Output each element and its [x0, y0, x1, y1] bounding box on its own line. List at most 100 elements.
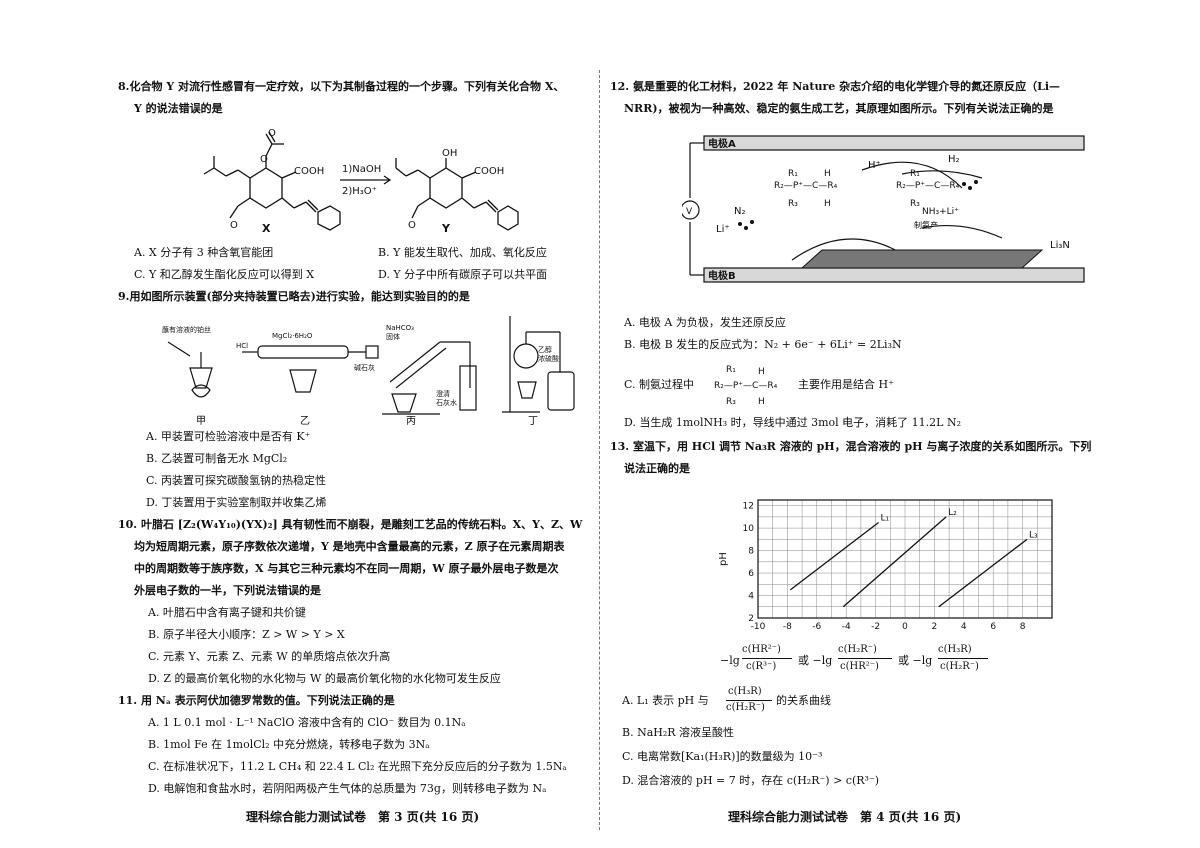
series-line-1	[789, 521, 879, 591]
q13-frac2-bar	[838, 658, 892, 659]
series-label-2: L₂	[948, 508, 957, 518]
svg-text:OH: OH	[442, 148, 457, 159]
q11-option-d: D. 电解饱和食盐水时，若阴阳两极产生气体的总质量为 73g，则转移电子数为 N…	[148, 782, 547, 795]
q10-line1: 10. 叶腊石 [Z₂(W₄Y₁₀)(YX)₂] 具有韧性而不崩裂，是雕刻工艺品…	[118, 518, 583, 531]
q13-option-a-pre: A. L₁ 表示 pH 与	[622, 694, 709, 707]
q12-option-a: A. 电极 A 为负极，发生还原反应	[624, 316, 786, 329]
left-page-footer: 理科综合能力测试试卷 第 3 页(共 16 页)	[246, 810, 480, 824]
q8-option-d: D. Y 分子中所有碳原子可以共平面	[378, 268, 548, 281]
svg-text:O: O	[260, 154, 268, 165]
q8-stem-line1: 8.化合物 Y 对流行性感冒有一定疗效，以下为其制备过程的一个步骤。下列有关化合…	[118, 80, 565, 93]
svg-text:R₁: R₁	[726, 365, 736, 375]
right-page-footer: 理科综合能力测试试卷 第 4 页(共 16 页)	[728, 810, 962, 824]
electrode-a-label: 电极A	[708, 137, 736, 150]
q10-option-a: A. 叶腊石中含有离子键和共价键	[148, 606, 306, 619]
q12-option-c-pre: C. 制氨过程中	[624, 378, 695, 391]
q13-option-c: C. 电离常数[Ka₁(H₃R)]的数量级为 10⁻³	[622, 750, 823, 763]
q13-frac1-bar	[742, 658, 792, 659]
page-divider	[599, 70, 601, 830]
q9-label-jia: 甲	[196, 416, 206, 427]
q9-label-yi: 乙	[300, 416, 310, 427]
nh3-label: NH₃+Li⁺	[922, 207, 959, 217]
plot-frame	[757, 499, 1053, 619]
chart-grid	[757, 500, 1053, 619]
q9-bing-top2: 固体	[386, 332, 400, 341]
q13-stem-line2: 说法正确的是	[624, 462, 690, 475]
q13-frac2-den: c(HR²⁻)	[840, 661, 879, 672]
q8-arrow-step2: 2)H₃O⁺	[342, 186, 377, 197]
voltmeter-label: V	[686, 207, 693, 217]
chart-y-axis-label: pH	[718, 552, 729, 566]
svg-text:O: O	[408, 220, 416, 231]
q13-option-a-num: c(H₃R)	[728, 686, 762, 697]
q12-option-c-post: 主要作用是结合 H⁺	[798, 378, 894, 391]
q13-xlabel-part2: 或 −lg	[798, 654, 833, 667]
li3n-label: Li₃N	[1050, 240, 1070, 251]
q9-yi-right: 碱石灰	[354, 363, 375, 372]
q11-option-c: C. 在标准状况下，11.2 L CH₄ 和 22.4 L Cl₂ 在光照下充分…	[148, 760, 567, 773]
q8-label-x: X	[262, 222, 271, 235]
q11-stem: 11. 用 Nₐ 表示阿伏加德罗常数的值。下列说法正确的是	[118, 694, 395, 707]
svg-text:COOH: COOH	[294, 166, 324, 177]
svg-text:O: O	[230, 220, 238, 231]
series-label-1: L₁	[881, 513, 890, 523]
q10-line3: 中的周期数等于族序数，X 与其它三种元素均不在同一周期，W 原子最外层电子数是次	[134, 562, 559, 575]
svg-text:R₂—P⁺—C—R₄: R₂—P⁺—C—R₄	[774, 181, 838, 191]
q12-option-c-structure: R₁ R₂—P⁺—C—R₄ R₃ H H	[714, 365, 778, 406]
q9-stem: 9.用如图所示装置(部分夹持装置已略去)进行实验，能达到实验目的的是	[118, 290, 470, 303]
q10-line4: 外层电子数的一半，下列说法错误的是	[134, 584, 321, 597]
q10-line2: 均为短周期元素，原子序数依次递增，Y 是地壳中含量最高的元素，Z 原子在元素周期…	[134, 540, 565, 553]
q9-ding-right: 乙醇	[538, 345, 552, 354]
svg-text:H: H	[758, 367, 765, 377]
q13-xlabel-part3: 或 −lg	[898, 654, 933, 667]
q13-frac1-num: c(HR²⁻)	[742, 644, 781, 655]
q9-option-c: C. 丙装置可探究碳酸氢钠的热稳定性	[146, 474, 327, 487]
chart-series: L₁ L₂ L₃	[789, 508, 1038, 608]
q8-reaction-scheme: O O COOH O OH COOH O 1)NaOH 2)H₃O⁺ X Y	[203, 128, 519, 235]
y-tick-label: 4	[748, 592, 754, 602]
q8-label-y: Y	[441, 222, 451, 235]
q13-frac3-den: c(H₂R⁻)	[940, 661, 979, 672]
series-line-2	[842, 516, 947, 608]
q8-option-b: B. Y 能发生取代、加成、氧化反应	[378, 246, 547, 259]
q12-option-b: B. 电极 B 发生的反应式为：N₂ + 6e⁻ + 6Li⁺ = 2Li₃N	[624, 338, 902, 351]
q8-option-c: C. Y 和乙醇发生酯化反应可以得到 X	[134, 268, 315, 281]
x-tick-label: -6	[812, 622, 821, 632]
q9-ding-right2: 浓硫酸	[538, 354, 559, 363]
svg-text:R₃: R₃	[910, 199, 920, 209]
q8-stem-line2: Y 的说法错误的是	[134, 102, 223, 115]
q13-option-b: B. NaH₂R 溶液呈酸性	[622, 726, 735, 739]
q10-option-d: D. Z 的最高价氧化物的水化物与 W 的最高价氧化物的水化物可发生反应	[148, 672, 501, 685]
svg-text:H: H	[824, 169, 831, 179]
q12-stem-line1: 12. 氨是重要的化工材料，2022 年 Nature 杂志介绍的电化学锂介导的…	[610, 80, 1061, 93]
q13-option-d: D. 混合溶液的 pH = 7 时，存在 c(H₂R⁻) > c(R³⁻)	[622, 774, 880, 787]
q13-option-a-den: c(H₂R⁻)	[726, 702, 765, 713]
q13-frac2-num: c(H₂R⁻)	[838, 644, 877, 655]
q9-yi-left: HCl	[236, 342, 248, 350]
svg-text:R₁: R₁	[788, 169, 798, 179]
q8-arrow-step1: 1)NaOH	[342, 164, 381, 175]
svg-text:R₃: R₃	[726, 397, 736, 406]
x-tick-label: 4	[961, 622, 967, 632]
x-tick-label: 6	[990, 622, 996, 632]
q9-label-bing: 丙	[406, 416, 416, 427]
q13-xlabel-part1: −lg	[720, 654, 740, 667]
q13-frac1-den: c(R³⁻)	[746, 661, 777, 672]
right-page: 12. 氨是重要的化工材料，2022 年 Nature 杂志介绍的电化学锂介导的…	[602, 0, 1200, 848]
q9-yi-top: MgCl₂·6H₂O	[272, 332, 313, 340]
q13-option-a-post: 的关系曲线	[776, 694, 831, 707]
svg-text:R₃: R₃	[788, 199, 798, 209]
y-tick-label: 8	[748, 547, 754, 557]
y-tick-label: 2	[748, 614, 754, 624]
q10-option-c: C. 元素 Y、元素 Z、元素 W 的单质熔点依次升高	[148, 650, 391, 663]
q9-option-d: D. 丁装置用于实验室制取并收集乙烯	[146, 496, 327, 509]
series-line-3	[938, 538, 1028, 608]
q13-frac3-num: c(H₃R)	[938, 644, 972, 655]
h-plus-label: H⁺	[868, 160, 881, 171]
x-tick-label: -4	[842, 622, 851, 632]
q11-option-a: A. 1 L 0.1 mol · L⁻¹ NaClO 溶液中含有的 ClO⁻ 数…	[148, 716, 466, 729]
li3n-layer	[800, 249, 1044, 269]
series-label-3: L₃	[1029, 530, 1038, 540]
